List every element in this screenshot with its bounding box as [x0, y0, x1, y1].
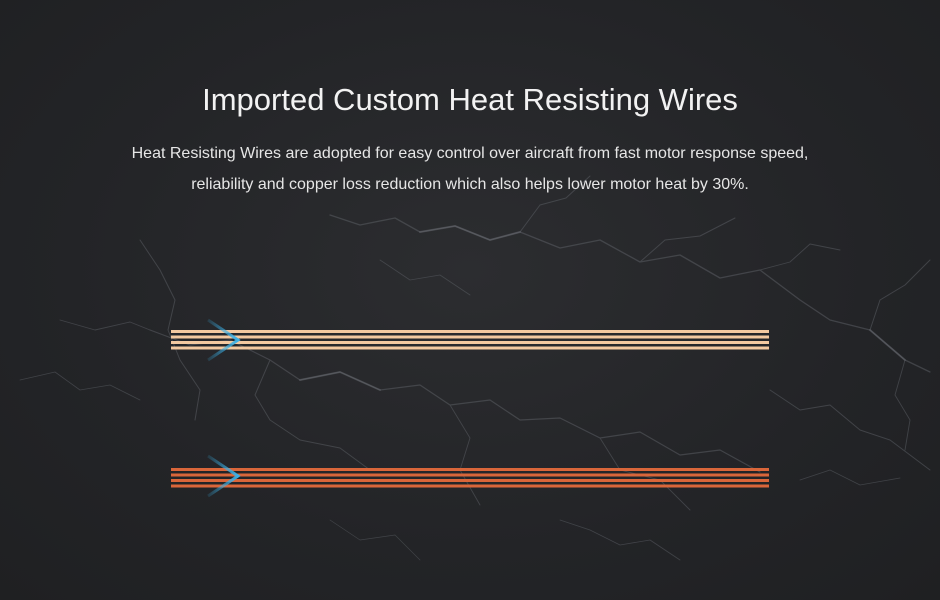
dark-wire-strand-4 [171, 484, 769, 488]
dark-wire [171, 468, 769, 488]
page-title: Imported Custom Heat Resisting Wires [202, 82, 738, 117]
dark-wire-strand-3 [171, 479, 769, 482]
dark-wire-strand-2 [171, 473, 769, 477]
light-wire-strand-1 [171, 330, 769, 333]
light-wire-strand-2 [171, 335, 769, 339]
chevron-right-icon [207, 454, 241, 498]
description-line-1: Heat Resisting Wires are adopted for eas… [131, 145, 809, 162]
light-wire-strand-4 [171, 346, 769, 350]
light-wire [171, 330, 769, 350]
chevron-right-icon [207, 318, 241, 362]
dark-wire-strand-1 [171, 468, 769, 471]
light-wire-strand-3 [171, 341, 769, 344]
description-line-2: reliability and copper loss reduction wh… [191, 176, 749, 193]
description: Heat Resisting Wires are adopted for eas… [70, 138, 870, 200]
